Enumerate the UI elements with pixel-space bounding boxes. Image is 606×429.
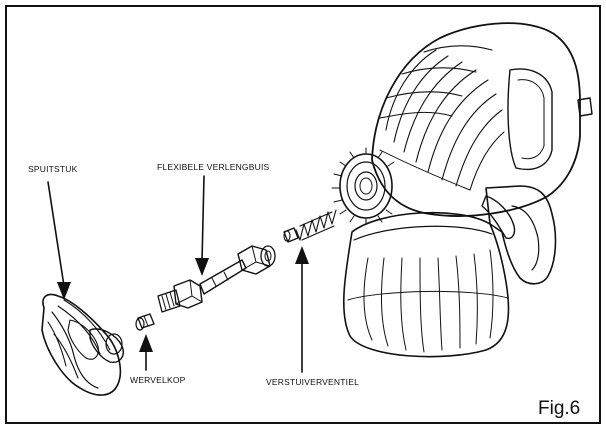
spray-gun-illustration bbox=[331, 22, 593, 358]
verstuiverventiel-part bbox=[283, 209, 337, 243]
spuitstuk-part bbox=[41, 293, 124, 396]
label-verstuiverventiel: VERSTUIVERVENTIEL bbox=[266, 377, 359, 387]
wervelkop-part bbox=[135, 313, 155, 331]
callout-arrows bbox=[47, 175, 309, 373]
front-collar bbox=[331, 147, 395, 225]
figure-number: Fig.6 bbox=[538, 398, 580, 419]
label-flexibele-verlengbuis: FLEXIBELE VERLENGBUIS bbox=[157, 162, 270, 172]
figure-border bbox=[5, 5, 601, 424]
label-wervelkop: WERVELKOP bbox=[130, 375, 186, 385]
verlengbuis-part bbox=[157, 245, 276, 313]
label-spuitstuk: SPUITSTUK bbox=[28, 164, 78, 174]
